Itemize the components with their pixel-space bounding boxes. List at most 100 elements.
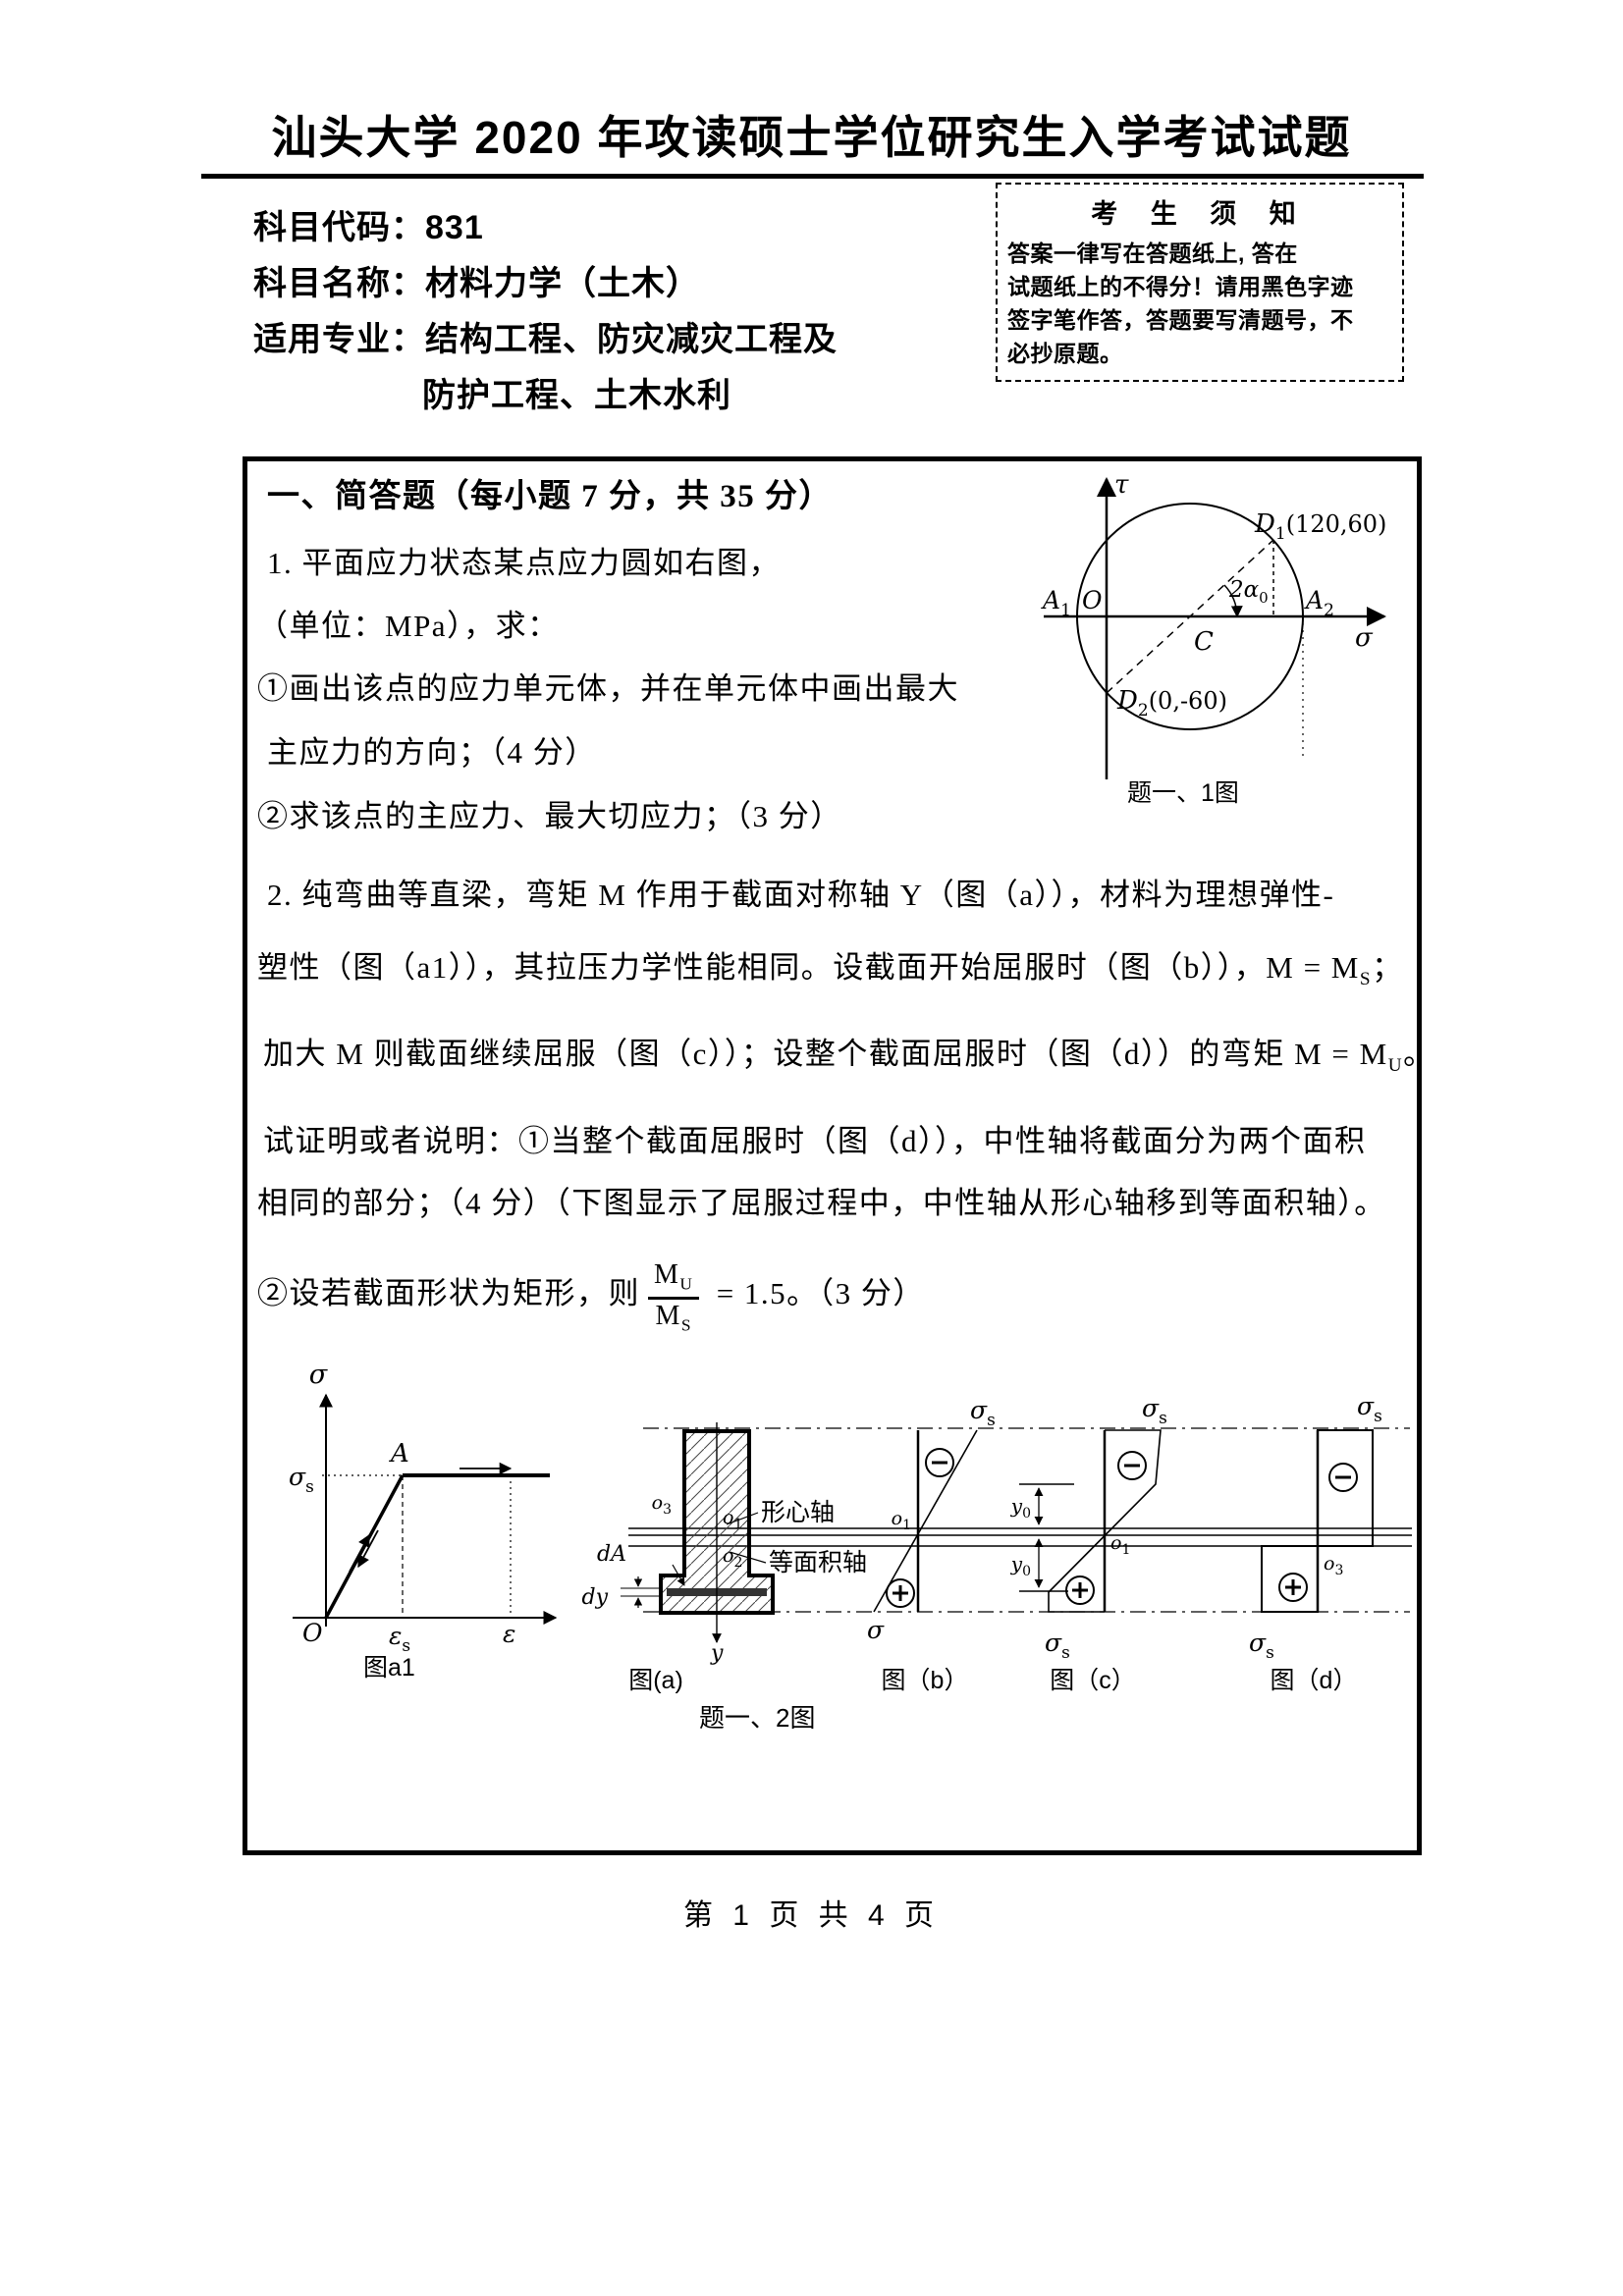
sigma-s-top-label: σs — [1357, 1392, 1382, 1426]
q2-line2: 塑性（图（a1）），其拉压力学性能相同。设截面开始屈服时（图（b）），M = M… — [257, 942, 1404, 990]
elastic-line — [324, 1474, 405, 1619]
page-footer: 第 1 页 共 4 页 — [682, 1899, 941, 1932]
q1-line4: 主应力的方向；（4 分） — [267, 735, 597, 770]
q2-line5: 相同的部分；（4 分）（下图显示了屈服过程中，中性轴从形心轴移到等面积轴）。 — [257, 1186, 1386, 1220]
major-value-line2: 防护工程、土木水利 — [422, 377, 731, 414]
angle-arc — [1223, 584, 1243, 618]
q2-line3-subscript: U — [1387, 1055, 1404, 1077]
dA-leader — [672, 1564, 685, 1586]
a2-label: A2 — [1304, 586, 1334, 620]
major-row: 适用专业：结构工程、防灾减灾工程及 — [253, 312, 838, 368]
o3-label: o3 — [652, 1492, 672, 1518]
sigma-s-top-label: σs — [970, 1396, 996, 1430]
minus-sign-icon — [925, 1448, 954, 1477]
notice-line: 答案一律写在答题纸上, 答在 — [1007, 240, 1298, 266]
centroid-axis-label: 形心轴 — [761, 1499, 835, 1526]
sigma-s-bottom-label: σs — [1249, 1629, 1274, 1663]
unloading-arrow — [357, 1529, 379, 1569]
tau-label: τ — [1114, 470, 1129, 500]
q1-line5: ②求该点的主应力、最大切应力；（3 分） — [257, 799, 842, 833]
minus-sign-icon — [1328, 1463, 1358, 1492]
sigma-s-top-label: σs — [1142, 1394, 1167, 1428]
notice-title: 考 生 须 知 — [1091, 199, 1309, 229]
sigma-s-label: σs — [289, 1463, 314, 1497]
q2-line4: 试证明或者说明：①当整个截面屈服时（图（d）），中性轴将截面分为两个面积 — [263, 1124, 1367, 1158]
q2-line3: 加大 M 则截面继续屈服（图（c））；设整个截面屈服时（图（d））的弯矩 M =… — [263, 1029, 1435, 1077]
fraction-denominator: MS — [655, 1300, 692, 1335]
loading-arrow — [349, 1533, 370, 1573]
o1-label: o1 — [1110, 1532, 1130, 1558]
major-value-line1: 结构工程、防灾减灾工程及 — [425, 321, 838, 358]
q2-line2-subscript: S — [1359, 969, 1373, 990]
origin-label: O — [1082, 586, 1103, 614]
mohr-circle-figure: τ σ O A1 A2 C D1(120,60) D2(0,-60) 2α0 题… — [1041, 470, 1386, 807]
plus-sign-icon — [886, 1578, 915, 1608]
major-row-2: 防护工程、土木水利 — [253, 368, 838, 424]
q1-line3: ①画出该点的应力单元体，并在单元体中画出最大 — [257, 671, 959, 706]
caption-a: 图(a) — [628, 1667, 683, 1694]
q2-line2-text: 塑性（图（a1）），其拉压力学性能相同。设截面开始屈服时（图（b）），M = M — [257, 950, 1360, 985]
q2-line2-tail: ； — [1372, 950, 1404, 985]
q2-line3-text: 加大 M 则截面继续屈服（图（c））；设整个截面屈服时（图（d））的弯矩 M =… — [263, 1037, 1388, 1071]
sigma-axis-label: σ — [309, 1360, 329, 1390]
eps-label: ε — [503, 1620, 515, 1648]
a1-label: A1 — [1041, 586, 1071, 620]
page-title: 汕头大学 2020 年攻读硕士学位研究生入学考试试题 — [271, 112, 1352, 163]
plus-sign-icon — [1278, 1573, 1308, 1602]
o1-label: o1 — [892, 1508, 911, 1533]
notice-line: 签字笔作答，答题要写清题号，不 — [1007, 307, 1354, 333]
o1-label: o1 — [723, 1507, 742, 1532]
compression-block — [1317, 1429, 1374, 1547]
plus-sign-icon — [1065, 1575, 1095, 1605]
fraction-numerator: MU — [648, 1259, 700, 1300]
figure1-caption: 题一、1图 — [1127, 779, 1239, 807]
y-label: y — [710, 1641, 724, 1666]
d2-label: D2(0,-60) — [1116, 686, 1227, 721]
equal-area-axis-label: 等面积轴 — [769, 1549, 867, 1576]
tension-block — [1261, 1545, 1319, 1613]
sigma-s-bottom-label: σs — [1045, 1629, 1070, 1663]
caption-c: 图（c） — [1050, 1667, 1136, 1694]
plastic-stress-diagram: σs σs o3 图（d） — [1249, 1392, 1382, 1694]
caption-b: 图（b） — [882, 1667, 969, 1694]
dA-label: dA — [597, 1542, 626, 1567]
sigma-bottom-label: σ — [867, 1616, 885, 1644]
title-underline — [201, 174, 1424, 179]
y0-top-label: y0 — [1010, 1494, 1031, 1522]
q2-line3-tail: 。 — [1403, 1037, 1435, 1071]
origin-label: O — [302, 1619, 323, 1647]
eps-s-label: εs — [389, 1622, 410, 1656]
figure2-caption: 题一、2图 — [699, 1703, 815, 1733]
linear-stress-line — [873, 1429, 978, 1613]
center-label: C — [1194, 627, 1214, 657]
notice-line: 必抄原题。 — [1007, 341, 1123, 366]
subject-name-value: 材料力学（土木） — [425, 265, 700, 302]
sigma-label: σ — [1355, 623, 1374, 653]
stress-strain-diagram: σ σs A O εs ε 图a1 — [289, 1360, 558, 1682]
o3-label: o3 — [1324, 1553, 1343, 1578]
q1-line2: （单位：MPa），求： — [257, 609, 560, 643]
subject-name-row: 科目名称：材料力学（土木） — [253, 256, 838, 312]
subject-code-value: 831 — [425, 209, 484, 246]
subject-code-row: 科目代码：831 — [253, 200, 838, 256]
elastoplastic-stress-diagram: σs σs o1 y0 y0 图（c） — [1010, 1394, 1167, 1694]
q2-line6-text: ②设若截面形状为矩形，则 — [257, 1276, 640, 1311]
section-heading: 一、简答题（每小题 7 分，共 35 分） — [267, 479, 833, 514]
equal-area-leader — [729, 1551, 767, 1564]
angle-label: 2α0 — [1228, 577, 1269, 607]
notice-line: 试题纸上的不得分！请用黑色字迹 — [1007, 274, 1354, 299]
y0-bottom-label: y0 — [1010, 1552, 1031, 1579]
q1-line1: 1. 平面应力状态某点应力圆如右图， — [267, 546, 781, 580]
o2-label: o2 — [723, 1545, 742, 1571]
question-border-box — [243, 456, 1422, 1855]
d1-label: D1(120,60) — [1254, 509, 1386, 544]
subject-meta-block: 科目代码：831 科目名称：材料力学（土木） 适用专业：结构工程、防灾减灾工程及… — [253, 200, 838, 424]
centroid-leader — [726, 1512, 759, 1525]
subject-name-label: 科目名称： — [253, 265, 425, 302]
diameter-d2-d1 — [1106, 539, 1274, 694]
dy-label: dy — [581, 1585, 608, 1610]
t-section-diagram: o3 o1 o2 dA dy y 形心轴 等面积轴 图(a) — [581, 1422, 867, 1694]
